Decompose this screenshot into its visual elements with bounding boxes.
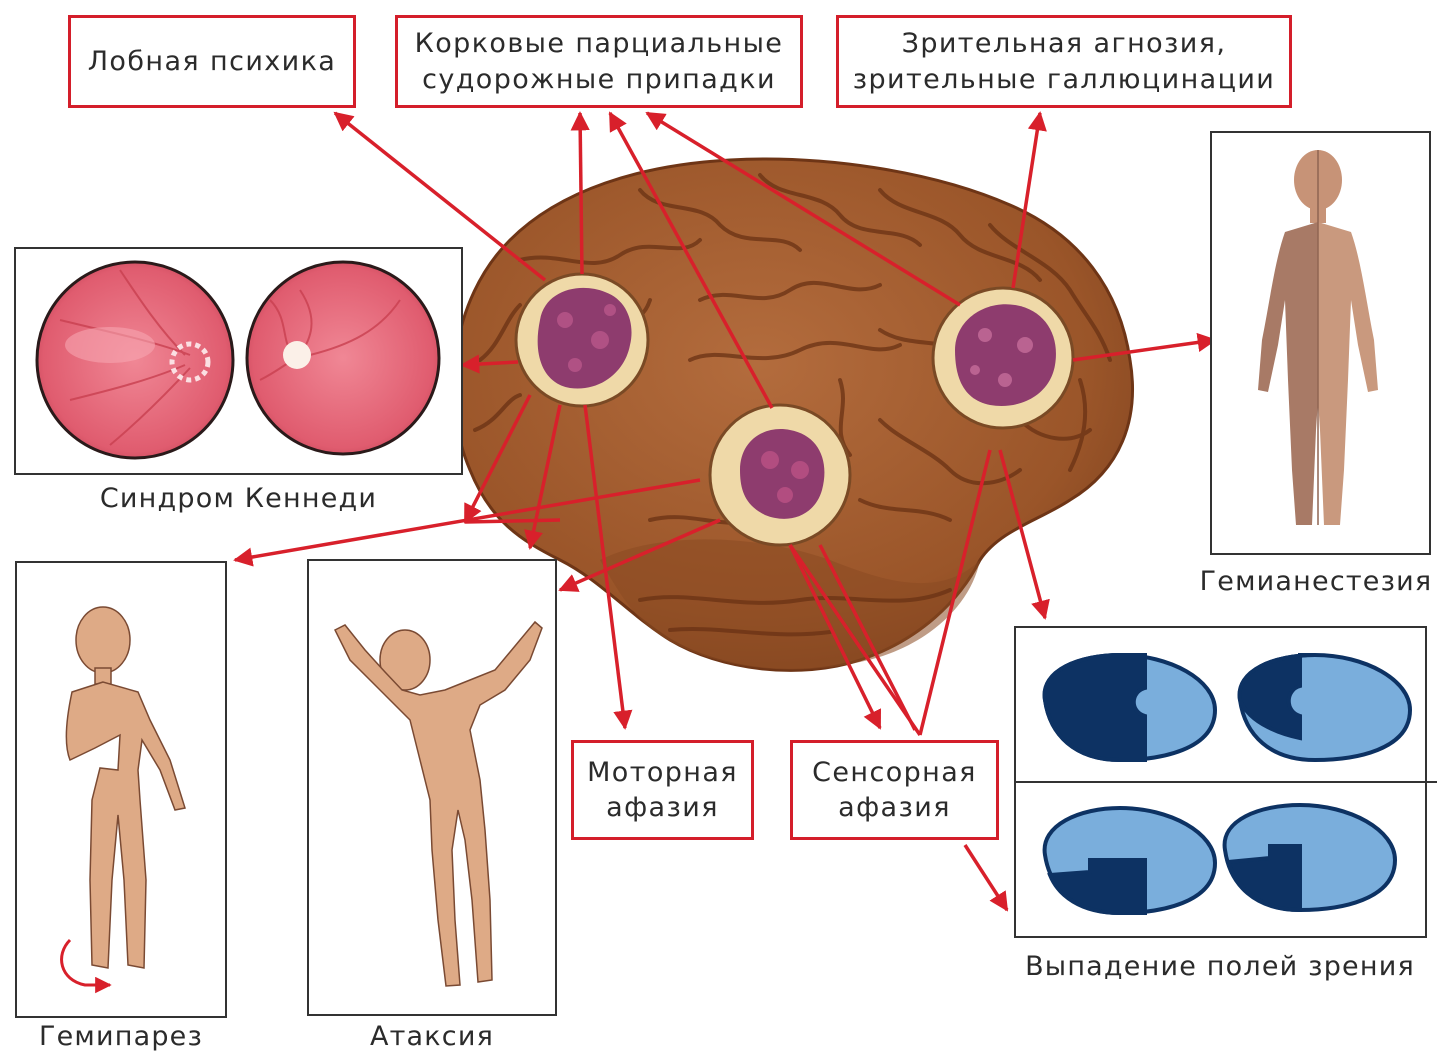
frontal-psyche-label: Лобная психика: [88, 44, 337, 79]
kennedy-label: Синдром Кеннеди: [15, 482, 462, 516]
cortical-seizures-box: Корковые парциальные судорожные припадки: [395, 15, 803, 108]
tumor-parietal: [933, 288, 1073, 428]
frontal-psyche-box: Лобная психика: [68, 15, 356, 108]
hemiparesis-label: Гемипарез: [16, 1020, 226, 1054]
visual-fields-label: Выпадение полей зрения: [1010, 950, 1430, 984]
cortical-seizures-label: Корковые парциальные судорожные припадки: [415, 26, 784, 96]
visual-agnosia-box: Зрительная агнозия, зрительные галлюцина…: [836, 15, 1292, 108]
motor-aphasia-label: Моторная афазия: [587, 755, 738, 825]
sensory-aphasia-box: Сенсорная афазия: [790, 740, 999, 840]
motor-aphasia-box: Моторная афазия: [571, 740, 754, 840]
visual-agnosia-label: Зрительная агнозия, зрительные галлюцина…: [853, 26, 1276, 96]
tumor-temporal: [710, 405, 850, 545]
retina-image: [247, 262, 439, 454]
sensory-aphasia-label: Сенсорная афазия: [812, 755, 977, 825]
retina-image: [37, 262, 233, 458]
tumor-frontal: [516, 274, 648, 406]
ataxia-label: Атаксия: [308, 1020, 556, 1054]
hemianesthesia-label: Гемианестезия: [1195, 565, 1437, 599]
